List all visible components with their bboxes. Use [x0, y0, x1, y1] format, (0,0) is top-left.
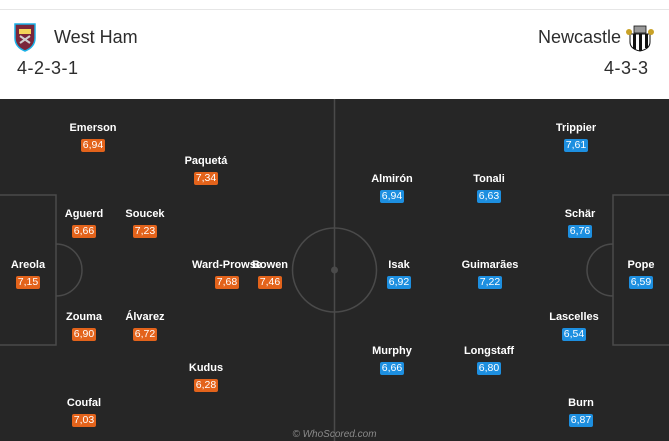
away-player[interactable]: Trippier 7,61 — [541, 122, 611, 153]
player-rating: 7,03 — [72, 414, 96, 427]
home-player[interactable]: Álvarez 6,72 — [110, 311, 180, 342]
player-rating: 7,15 — [16, 276, 40, 289]
player-rating: 7,61 — [564, 139, 588, 152]
away-player[interactable]: Schär 6,76 — [545, 208, 615, 239]
home-player[interactable]: Bowen 7,46 — [235, 259, 305, 290]
away-player[interactable]: Pope 6,59 — [606, 259, 669, 290]
player-rating: 6,66 — [72, 225, 96, 238]
whoscored-watermark: © WhoScored.com — [292, 429, 377, 440]
player-rating: 6,90 — [72, 328, 96, 341]
player-name: Longstaff — [463, 345, 515, 357]
player-name: Soucek — [125, 208, 165, 220]
player-rating: 6,72 — [133, 328, 157, 341]
player-name: Murphy — [372, 345, 412, 357]
pitch-markings — [0, 99, 669, 441]
player-rating: 7,22 — [478, 276, 502, 289]
player-rating: 6,76 — [568, 225, 592, 238]
match-header: West Ham 4-2-3-1 Newcastle 4-3-3 — [0, 0, 669, 99]
player-rating: 7,34 — [194, 172, 218, 185]
away-player[interactable]: Almirón 6,94 — [357, 173, 427, 204]
home-player[interactable]: Emerson 6,94 — [58, 122, 128, 153]
away-player[interactable]: Tonali 6,63 — [454, 173, 524, 204]
home-player[interactable]: Areola 7,15 — [0, 259, 63, 290]
player-rating: 6,94 — [380, 190, 404, 203]
player-name: Isak — [388, 259, 410, 271]
player-name: Lascelles — [549, 311, 599, 323]
player-rating: 7,68 — [215, 276, 239, 289]
home-player[interactable]: Soucek 7,23 — [110, 208, 180, 239]
player-rating: 6,87 — [569, 414, 593, 427]
player-name: Kudus — [188, 362, 224, 374]
away-formation: 4-3-3 — [604, 58, 649, 78]
player-name: Pope — [627, 259, 655, 271]
home-formation: 4-2-3-1 — [17, 58, 79, 78]
player-rating: 6,63 — [477, 190, 501, 203]
player-rating: 6,92 — [387, 276, 411, 289]
west-ham-crest-icon[interactable] — [13, 22, 37, 52]
player-name: Almirón — [371, 173, 413, 185]
player-name: Guimarães — [461, 259, 519, 271]
away-player[interactable]: Murphy 6,66 — [357, 345, 427, 376]
away-player[interactable]: Lascelles 6,54 — [539, 311, 609, 342]
player-name: Areola — [10, 259, 46, 271]
newcastle-crest-icon[interactable] — [625, 22, 655, 52]
player-name: Aguerd — [64, 208, 104, 220]
away-player[interactable]: Guimarães 7,22 — [455, 259, 525, 290]
home-player[interactable]: Coufal 7,03 — [49, 397, 119, 428]
player-rating: 7,46 — [258, 276, 282, 289]
pitch: Areola 7,15 Emerson 6,94 Aguerd 6,66 Zou… — [0, 99, 669, 441]
home-player[interactable]: Paquetá 7,34 — [171, 155, 241, 186]
player-rating: 6,54 — [562, 328, 586, 341]
player-rating: 6,94 — [81, 139, 105, 152]
home-player[interactable]: Kudus 6,28 — [171, 362, 241, 393]
home-player[interactable]: Zouma 6,90 — [49, 311, 119, 342]
away-player[interactable]: Isak 6,92 — [364, 259, 434, 290]
player-name: Coufal — [66, 397, 102, 409]
home-team-name[interactable]: West Ham — [54, 27, 138, 47]
player-rating: 6,28 — [194, 379, 218, 392]
player-name: Tonali — [473, 173, 505, 185]
header-divider — [0, 9, 669, 10]
home-player[interactable]: Ward-Prowse 7,68 — [192, 259, 262, 290]
player-name: Zouma — [65, 311, 103, 323]
home-player[interactable]: Aguerd 6,66 — [49, 208, 119, 239]
player-name: Bowen — [251, 259, 289, 271]
player-name: Álvarez — [125, 311, 165, 323]
player-rating: 7,23 — [133, 225, 157, 238]
player-rating: 6,59 — [629, 276, 653, 289]
player-name: Paquetá — [184, 155, 228, 167]
away-player[interactable]: Longstaff 6,80 — [454, 345, 524, 376]
player-name: Ward-Prowse — [192, 259, 262, 271]
player-name: Emerson — [69, 122, 117, 134]
player-name: Trippier — [555, 122, 597, 134]
away-player[interactable]: Burn 6,87 — [546, 397, 616, 428]
player-rating: 6,80 — [477, 362, 501, 375]
player-name: Schär — [564, 208, 596, 220]
player-name: Burn — [568, 397, 594, 409]
away-team-name[interactable]: Newcastle — [538, 27, 622, 47]
player-rating: 6,66 — [380, 362, 404, 375]
